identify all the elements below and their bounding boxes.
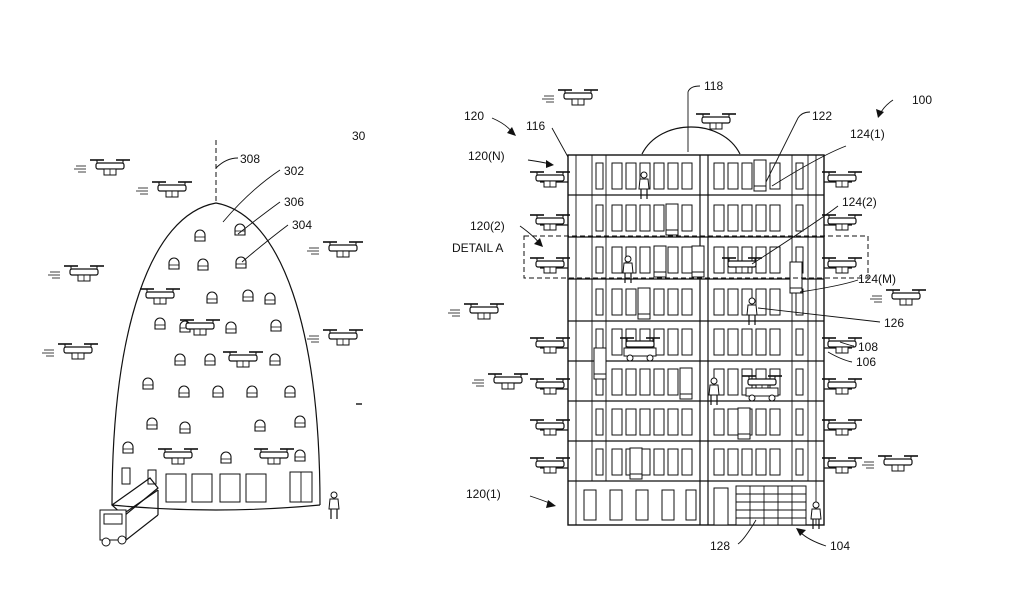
floor-lines: [568, 194, 824, 482]
label-126: 126: [884, 316, 904, 330]
garage-grid: [736, 486, 806, 525]
columns: [575, 155, 817, 525]
dome-structure: 308 302 306 304 30: [42, 129, 366, 547]
label-306: 306: [284, 195, 304, 209]
label-120-n: 120(N): [468, 149, 505, 163]
dome-windows: [122, 223, 306, 464]
tower-building: 100 118 120 116 122 124(1) 120(N) 124(2)…: [448, 79, 932, 553]
reference-arrows: [491, 99, 894, 547]
label-124-1: 124(1): [850, 127, 885, 141]
delivery-truck: [99, 477, 159, 547]
detail-a-box: [523, 235, 869, 279]
ground-floor: [583, 485, 807, 526]
label-308: 308: [240, 152, 260, 166]
label-108: 108: [858, 340, 878, 354]
label-120-1: 120(1): [466, 487, 501, 501]
label-122: 122: [812, 109, 832, 123]
label-104: 104: [830, 539, 850, 553]
label-detail-a: DETAIL A: [452, 241, 503, 255]
label-302: 302: [284, 164, 304, 178]
label-128: 128: [710, 539, 730, 553]
dome-doors: [121, 467, 313, 503]
label-120-2: 120(2): [470, 219, 505, 233]
label-106: 106: [856, 355, 876, 369]
label-124-m: 124(M): [858, 272, 896, 286]
label-30: 30: [352, 129, 366, 143]
label-124-2: 124(2): [842, 195, 877, 209]
label-120: 120: [464, 109, 484, 123]
label-118: 118: [704, 79, 723, 93]
label-116: 116: [526, 119, 545, 133]
label-100: 100: [912, 93, 932, 107]
label-304: 304: [292, 218, 312, 232]
